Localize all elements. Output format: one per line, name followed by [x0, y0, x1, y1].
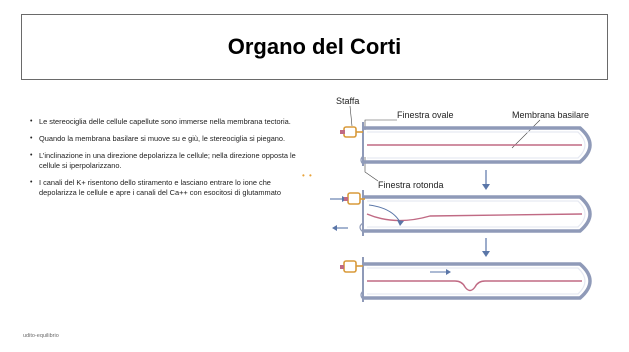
label-staffa: Staffa	[336, 96, 359, 106]
stapes-icon	[344, 192, 365, 205]
cochlear-duct-outer	[363, 126, 592, 164]
down-arrow-icon	[482, 238, 490, 257]
leader-line-staffa	[349, 105, 353, 127]
curved-arrow-icon	[368, 204, 401, 223]
cochlea-panel-3	[340, 257, 592, 302]
bullet-item: L’inclinazione in una direzione depolari…	[30, 151, 300, 171]
down-arrow-icon	[482, 170, 490, 190]
round-window-bulge	[359, 222, 364, 233]
cochlear-duct-inner	[367, 200, 586, 228]
decorative-dots: • •	[302, 171, 313, 180]
basilar-membrane-wave	[367, 280, 582, 292]
cochlear-duct-outer	[363, 195, 592, 233]
label-finestra-ovale: Finestra ovale	[397, 110, 454, 120]
label-finestra-rotonda: Finestra rotonda	[378, 180, 444, 190]
traveling-wave-arrow-icon	[430, 269, 451, 275]
cochlear-duct-inner	[367, 267, 586, 295]
leader-line-membrana-basilare	[511, 119, 541, 149]
footer-label: udito-equilibrio	[23, 333, 59, 339]
stapes-icon	[340, 126, 363, 138]
cochlea-panel-1	[340, 122, 592, 166]
bullet-item: Quando la membrana basilare si muove su …	[30, 134, 300, 144]
basilar-membrane-deflected	[366, 213, 583, 222]
cochlear-duct-inner	[367, 131, 586, 159]
curved-arrowhead	[397, 220, 404, 226]
round-window	[360, 290, 364, 300]
stapes-icon	[340, 260, 363, 273]
bullet-list: Le stereociglia delle cellule capellute …	[30, 117, 300, 205]
cochlear-duct-outer	[363, 262, 592, 300]
return-arrow-icon	[332, 225, 348, 231]
label-membrana-basilare: Membrana basilare	[512, 110, 589, 120]
cochlea-panel-2	[330, 190, 592, 236]
bullet-item: I canali del K+ risentono dello stiramen…	[30, 178, 300, 198]
title-box: Organo del Corti	[21, 14, 608, 80]
slide-title: Organo del Corti	[227, 34, 402, 59]
round-window	[360, 155, 364, 165]
bullet-item: Le stereociglia delle cellule capellute …	[30, 117, 300, 127]
